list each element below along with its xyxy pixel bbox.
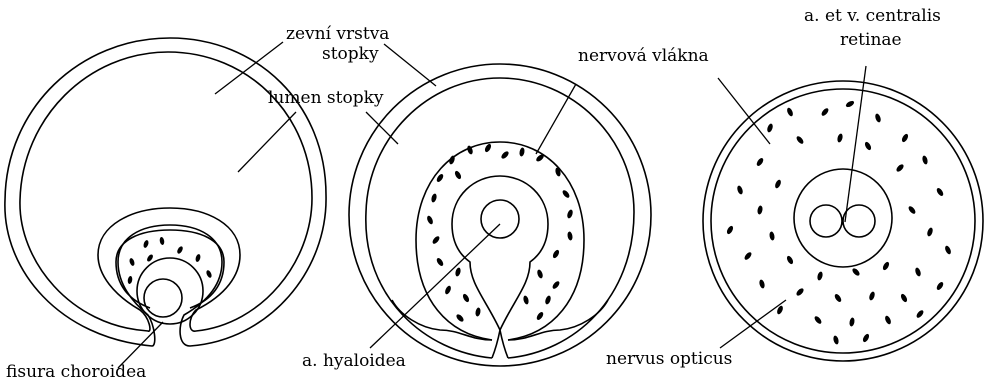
label-central-vessels-line2: retinae xyxy=(840,30,902,50)
label-outer-layer-line1: zevní vrstva xyxy=(286,24,389,44)
central-artery xyxy=(810,205,842,237)
figure-nervus-opticus xyxy=(703,81,983,361)
label-hyaloid: a. hyaloidea xyxy=(302,351,406,371)
leader-outer-layer-1 xyxy=(215,42,283,94)
fissure-seam xyxy=(492,330,508,358)
label-optic-nerve: nervus opticus xyxy=(606,349,732,369)
hyaloid-artery xyxy=(481,200,519,238)
outer-layer-wall xyxy=(5,38,326,346)
figure-optic-stalk-closing xyxy=(349,64,651,366)
nerve-fiber-dots xyxy=(426,143,574,323)
label-nerve-fibers: nervová vlákna xyxy=(578,46,709,66)
leader-lumen-2 xyxy=(366,112,398,144)
leader-optic-nerve xyxy=(720,300,786,348)
label-outer-layer-line2: stopky xyxy=(322,44,379,64)
central-vein xyxy=(843,205,875,237)
outer-layer-circle xyxy=(349,64,651,366)
hyaloid-artery-ring xyxy=(137,258,203,324)
central-pear xyxy=(452,176,548,330)
nerve-fiber-dots xyxy=(726,100,952,345)
label-central-vessels-line1: a. et v. centralis xyxy=(804,6,941,26)
leader-fibers xyxy=(536,84,576,154)
leader-outer-layer-2 xyxy=(384,44,436,86)
label-fissure: fisura choroidea xyxy=(6,362,146,382)
leader-lumen-1 xyxy=(238,112,296,172)
hyaloid-artery xyxy=(144,279,182,317)
label-lumen: lumen stopky xyxy=(268,88,384,108)
figure-optic-stalk-open-fissure xyxy=(5,38,326,346)
